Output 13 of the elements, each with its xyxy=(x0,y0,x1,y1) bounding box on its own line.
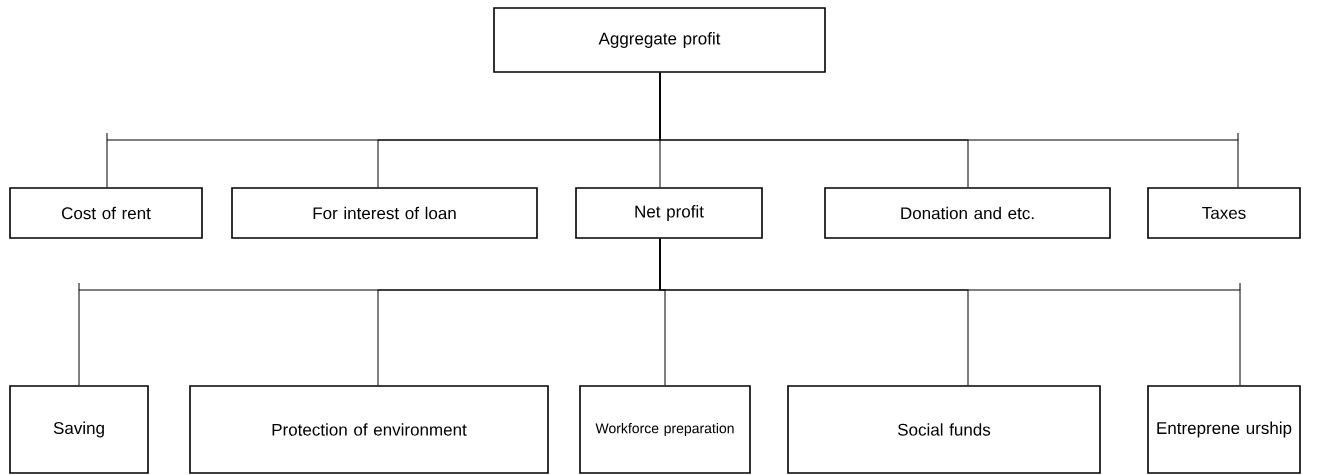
box: Protection of environment xyxy=(189,385,549,474)
box: Aggregate profit xyxy=(493,7,826,73)
connector xyxy=(659,72,1239,188)
box: Saving xyxy=(9,385,149,474)
box: Cost of rent xyxy=(9,187,203,239)
box: Donation and etc. xyxy=(824,187,1111,239)
box: Taxes xyxy=(1147,187,1301,239)
box: Net profit xyxy=(575,187,763,239)
box: For interest of loan xyxy=(231,187,538,239)
box: Social funds xyxy=(787,385,1101,474)
connector xyxy=(659,238,1241,386)
box: Workforce preparation xyxy=(579,385,751,474)
box: Entreprene urship xyxy=(1147,385,1301,474)
